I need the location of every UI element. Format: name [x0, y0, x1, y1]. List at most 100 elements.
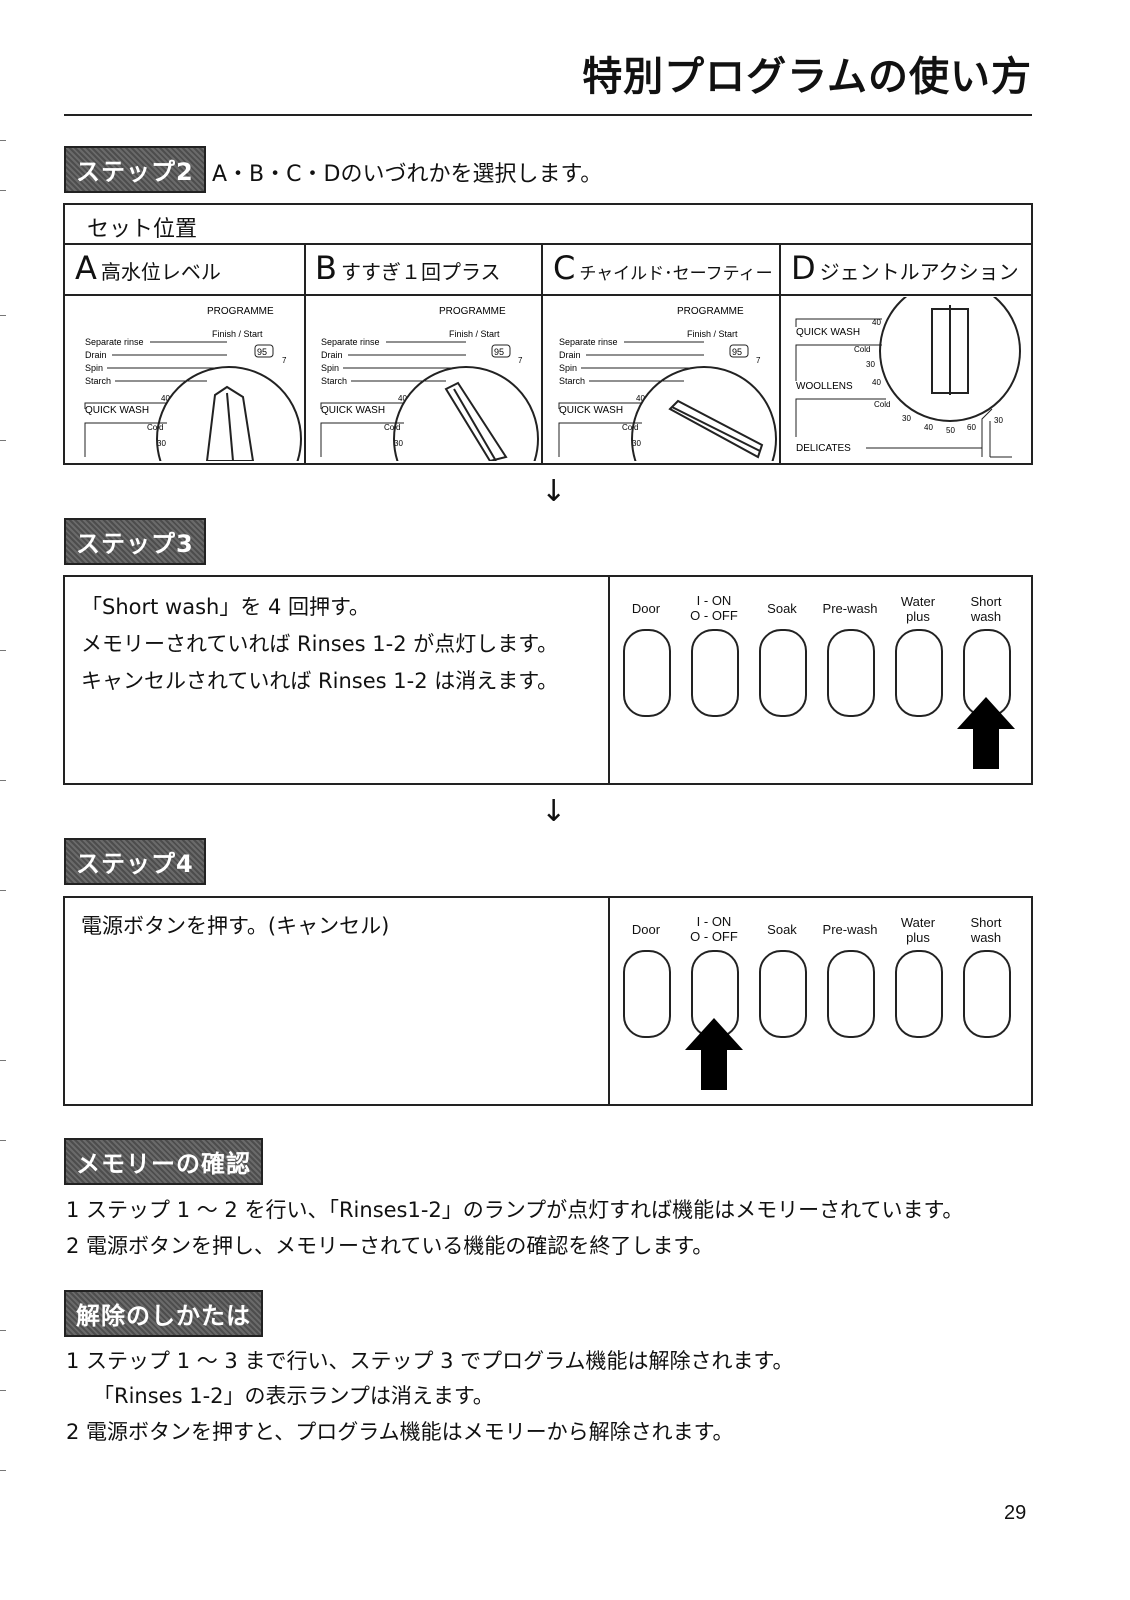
dial-diagram-a: PROGRAMME Finish / Start Separate rinse …: [84, 306, 302, 461]
dial-label-30: 30: [866, 360, 875, 369]
dial-pointer: [671, 406, 761, 452]
dial-label-50: 50: [946, 426, 955, 435]
dial-knob: [444, 381, 508, 461]
cell-label: ジェントルアクション: [819, 260, 1019, 284]
bracket: [558, 422, 642, 457]
table-divider: [65, 294, 1031, 296]
dial-label-cold: Cold: [622, 423, 638, 432]
dial-label-spin: Spin: [321, 363, 339, 373]
power-button[interactable]: [691, 629, 739, 717]
dial-label-40: 40: [636, 394, 645, 403]
margin-tick: [0, 1330, 6, 1331]
cancel-tag: 解除のしかたは: [64, 1290, 263, 1337]
dial-label-quick-wash: QUICK WASH: [559, 405, 623, 416]
margin-tick: [0, 1140, 6, 1141]
step4-line: 電源ボタンを押す。(キャンセル): [81, 914, 390, 938]
dial-label-drain: Drain: [321, 350, 343, 360]
cell-letter: A: [75, 249, 97, 287]
margin-tick: [0, 190, 6, 191]
dial-label-separate-rinse: Separate rinse: [85, 337, 144, 347]
bracket: [795, 398, 886, 437]
margin-tick: [0, 315, 6, 316]
cancel-item: 1 ステップ 1 ～ 3 まで行い、ステップ 3 でプログラム機能は解除されます…: [66, 1349, 794, 1373]
temp-box: [254, 344, 274, 358]
cell-letter: B: [315, 249, 337, 287]
bracket: [558, 402, 642, 409]
dial-label-30: 30: [157, 439, 166, 448]
dial-label-delicates: DELICATES: [796, 443, 851, 454]
step4-instructions: 電源ボタンを押す。(キャンセル): [81, 908, 389, 945]
temp-box: [491, 344, 511, 358]
page-number: 29: [1004, 1502, 1027, 1524]
step3-tag: ステップ3: [64, 518, 206, 565]
dial-label-40: 40: [924, 423, 933, 432]
cancel-item: 「Rinses 1-2」の表示ランプは消えます。: [93, 1384, 494, 1408]
dial-label-programme: PROGRAMME: [677, 306, 744, 317]
temp-box: [729, 344, 749, 358]
soak-button[interactable]: [759, 950, 807, 1038]
dial-label-cold: Cold: [147, 423, 163, 432]
cell-header-d: D ジェントルアクション: [791, 249, 1019, 287]
dial-label-40: 40: [872, 378, 881, 387]
cancel-item: 2 電源ボタンを押すと、プログラム機能はメモリーから解除されます。: [66, 1420, 734, 1444]
column-divider: [779, 243, 781, 463]
step2-tag: ステップ2: [64, 146, 206, 193]
step3-line: キャンセルされていれば Rinses 1-2 は消えます。: [81, 669, 559, 693]
dial-ring: [631, 366, 777, 461]
dial-label-95: 95: [732, 347, 742, 357]
pre-wash-button[interactable]: [827, 629, 875, 717]
water-plus-button[interactable]: [895, 950, 943, 1038]
cell-label: チャイルド･セーフティー: [579, 264, 773, 284]
door-button[interactable]: [623, 950, 671, 1038]
dial-label-7: 7: [756, 356, 761, 365]
door-button[interactable]: [623, 629, 671, 717]
bracket: [320, 402, 404, 409]
step3-box: 「Short wash」を 4 回押す。 メモリーされていれば Rinses 1…: [63, 575, 1033, 785]
dial-label-drain: Drain: [559, 350, 581, 360]
cell-header-c: C チャイルド･セーフティー: [553, 249, 773, 287]
cell-letter: C: [553, 249, 576, 287]
pre-wash-button[interactable]: [827, 950, 875, 1038]
margin-tick: [0, 1060, 6, 1061]
dial-label-7: 7: [282, 356, 287, 365]
dial-label-starch: Starch: [559, 376, 585, 386]
dial-ring: [393, 366, 539, 461]
bracket: [981, 408, 993, 457]
memory-check-item: 2 電源ボタンを押し、メモリーされている機能の確認を終了します。: [66, 1234, 714, 1258]
arrow-down-icon: ↓: [541, 474, 567, 509]
dial-label-cold: Cold: [874, 400, 890, 409]
step3-instructions: 「Short wash」を 4 回押す。 メモリーされていれば Rinses 1…: [81, 589, 558, 700]
dial-label-programme: PROGRAMME: [207, 306, 274, 317]
arrow-down-icon: ↓: [541, 794, 567, 829]
column-divider: [608, 577, 610, 783]
title-divider: [64, 114, 1032, 116]
short-wash-button[interactable]: [963, 950, 1011, 1038]
bracket: [84, 402, 167, 409]
column-divider: [541, 243, 543, 463]
dial-label-30: 30: [632, 439, 641, 448]
dial-label-30: 30: [394, 439, 403, 448]
bracket: [84, 422, 167, 457]
dial-label-60: 60: [967, 423, 976, 432]
dial-label-starch: Starch: [321, 376, 347, 386]
soak-button[interactable]: [759, 629, 807, 717]
table-divider: [65, 243, 1031, 245]
margin-tick: [0, 650, 6, 651]
dial-label-30: 30: [902, 414, 911, 423]
button-label-door: Door: [631, 601, 661, 616]
column-divider: [608, 898, 610, 1104]
dial-label-separate-rinse: Separate rinse: [559, 337, 618, 347]
cell-label: すすぎ１回プラス: [340, 260, 501, 284]
dial-pointer: [226, 392, 234, 461]
water-plus-button[interactable]: [895, 629, 943, 717]
dial-label-spin: Spin: [85, 363, 103, 373]
bracket: [989, 421, 1012, 458]
dial-label-95: 95: [257, 347, 267, 357]
button-label-soak: Soak: [767, 601, 797, 616]
page-title: 特別プログラムの使い方: [582, 54, 1032, 100]
dial-label-40: 40: [872, 318, 881, 327]
